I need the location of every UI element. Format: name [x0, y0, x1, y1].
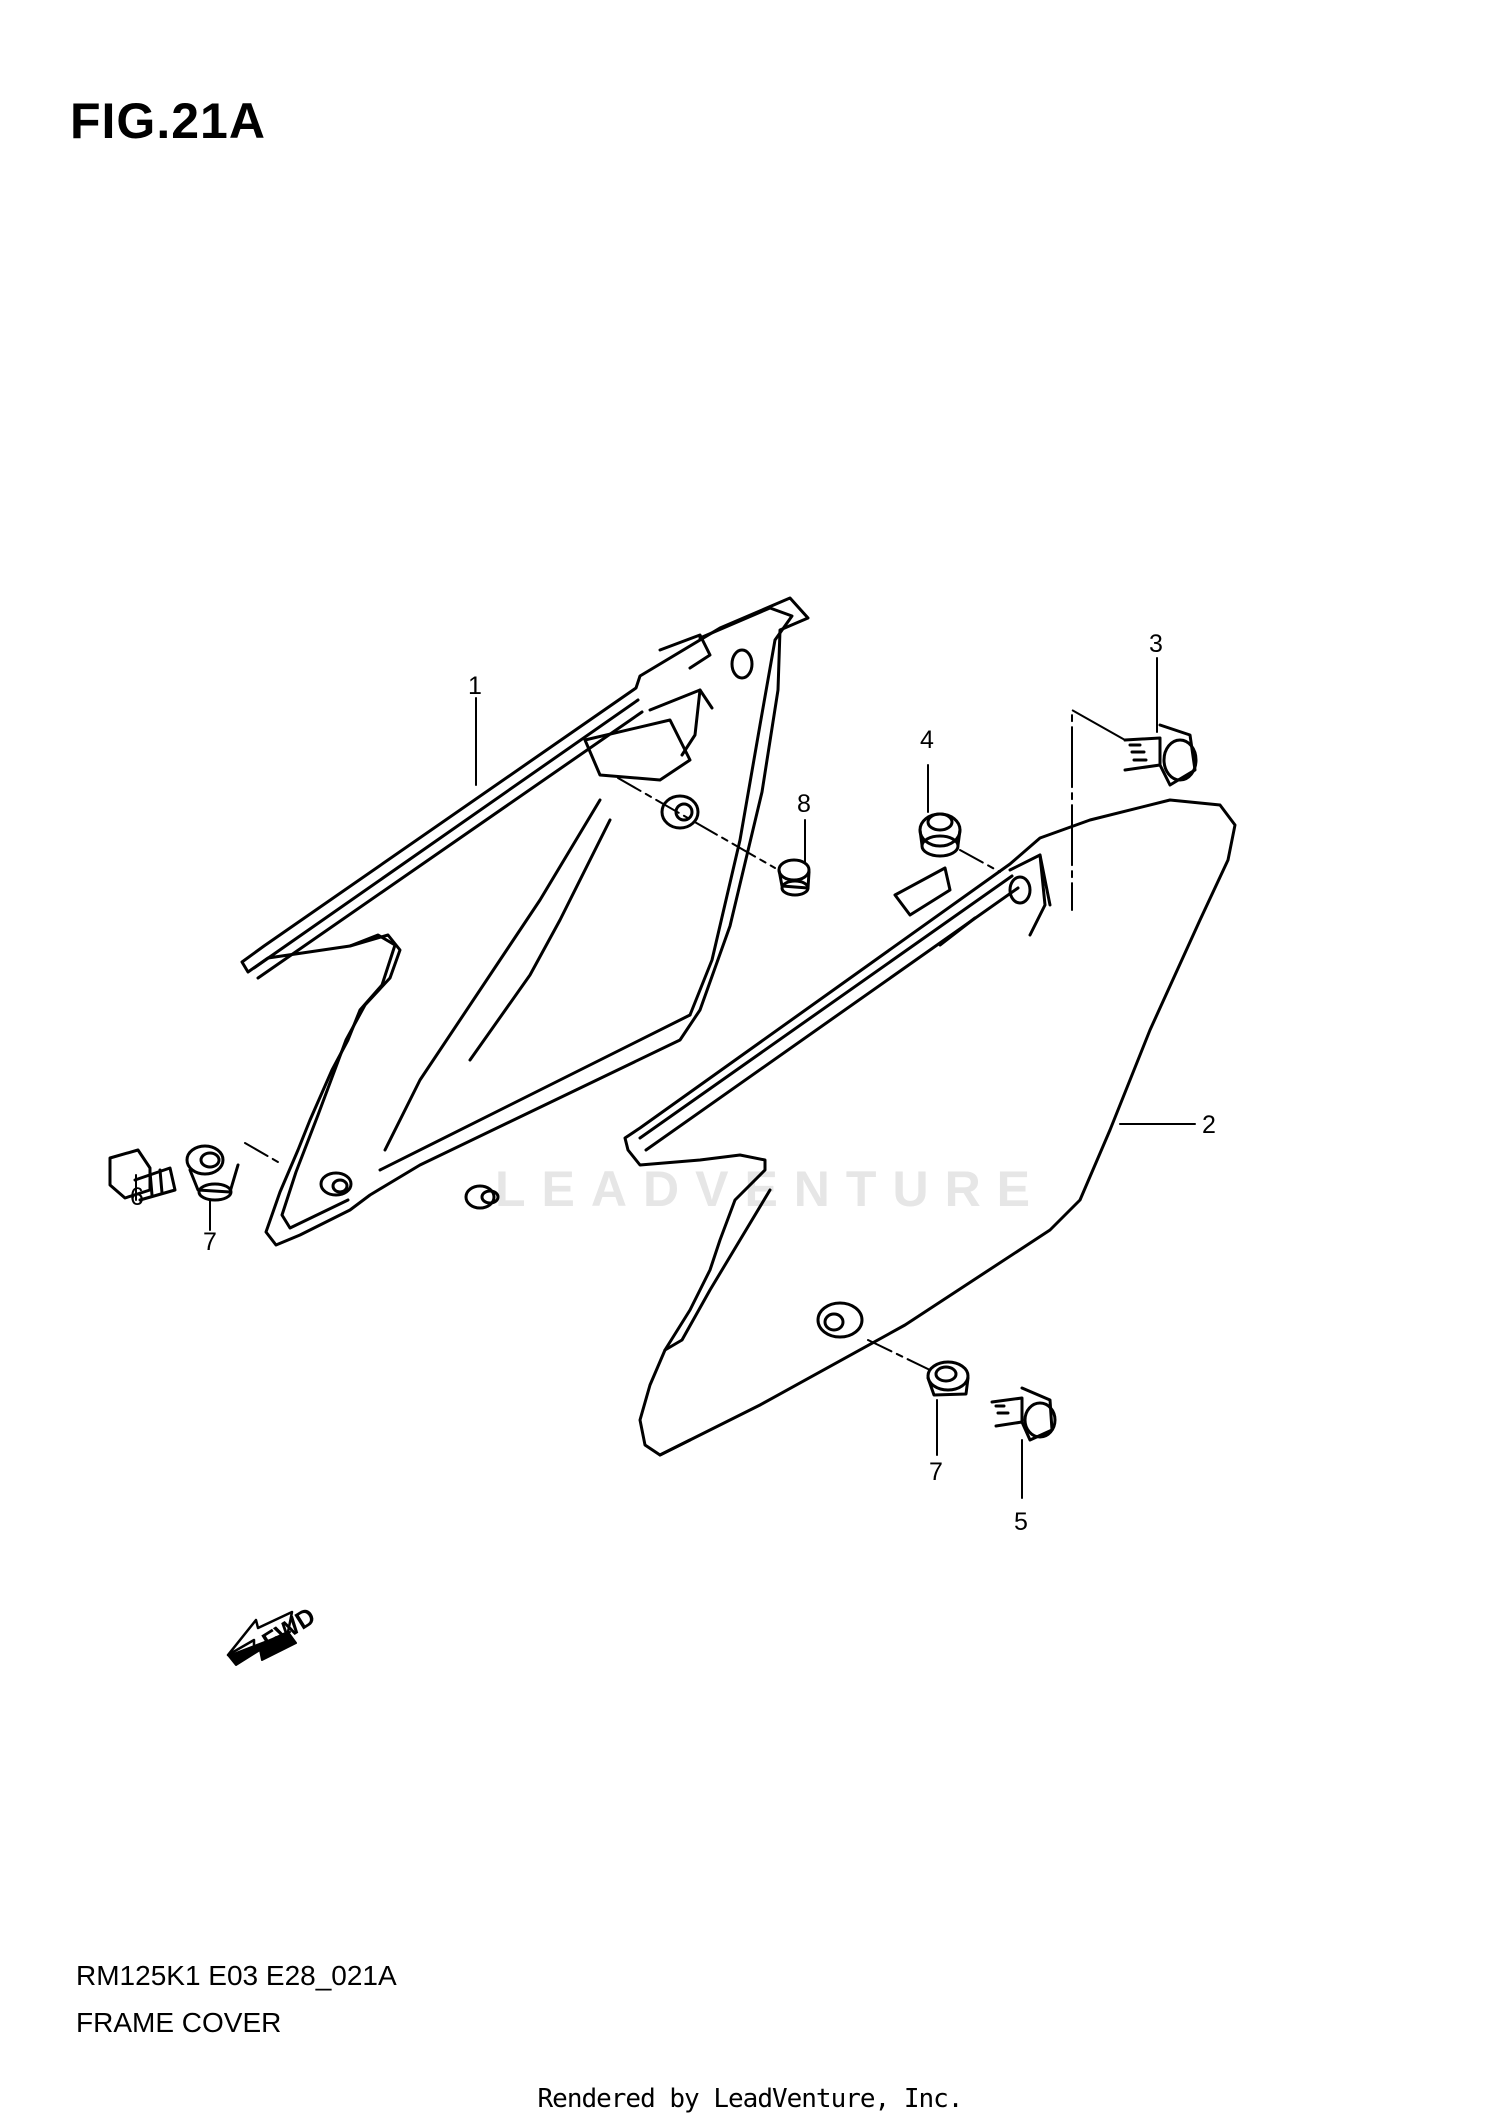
bolt-part-5[interactable]: [990, 1386, 1057, 1442]
left-frame-cover-part[interactable]: [240, 596, 810, 1247]
callout-4: 4: [920, 726, 934, 754]
figure-title: FIG.21A: [70, 93, 266, 149]
watermark: LEADVENTURE: [495, 1161, 1047, 1217]
callout-8: 8: [797, 790, 811, 818]
bolt-part-3[interactable]: [1123, 723, 1198, 787]
leader-lines: [135, 657, 1196, 1499]
callout-2: 2: [1202, 1111, 1216, 1139]
callout-3: 3: [1149, 630, 1163, 658]
callout-7-left: 7: [203, 1228, 217, 1256]
callout-labels: 1 2 3 4 5 6 7 7 8: [130, 630, 1216, 1536]
grommet-part-4[interactable]: [918, 812, 962, 858]
grommet-part-7-left[interactable]: [185, 1144, 240, 1202]
collar-part-8[interactable]: [660, 794, 811, 897]
callout-5: 5: [1014, 1508, 1028, 1536]
callout-1: 1: [468, 672, 482, 700]
fwd-arrow-icon: [226, 1610, 297, 1666]
bolt-part-6[interactable]: [108, 1148, 177, 1202]
rendered-by-credit: Rendered by LeadVenture, Inc.: [537, 2084, 964, 2114]
fwd-label: FWD: [257, 1602, 320, 1656]
callout-6: 6: [130, 1183, 144, 1211]
callout-7-right: 7: [929, 1458, 943, 1486]
right-frame-cover-part[interactable]: [623, 798, 1237, 1457]
figure-name: FRAME COVER: [76, 2007, 282, 2038]
grommet-part-7-right[interactable]: [926, 1360, 970, 1397]
figure-model-code: RM125K1 E03 E28_021A: [76, 1960, 397, 1991]
